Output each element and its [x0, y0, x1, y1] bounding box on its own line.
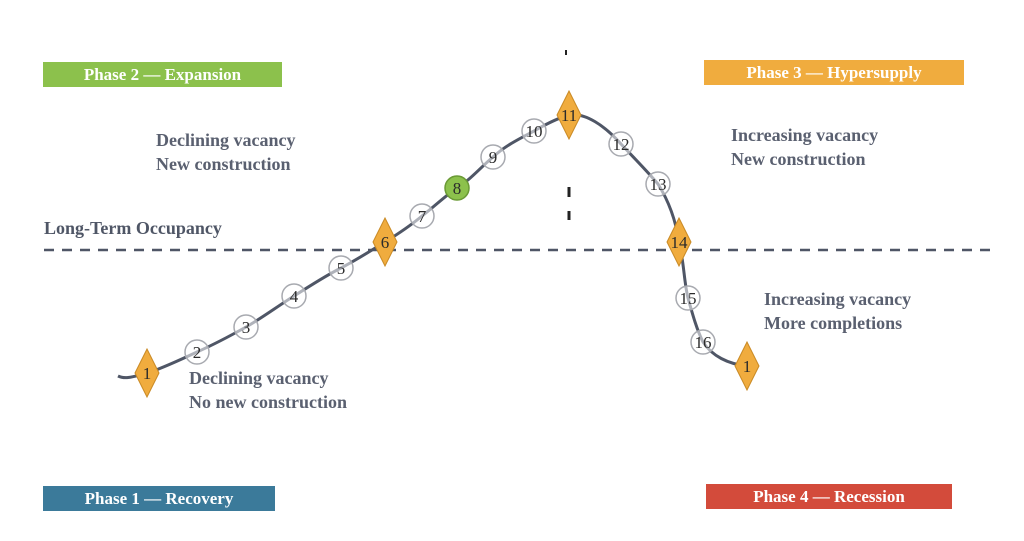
phase-3-hypersupply-label: Phase 3 — Hypersupply: [704, 60, 964, 85]
cycle-point-label: 13: [650, 175, 667, 194]
cycle-point-3: 3: [233, 314, 259, 340]
circle-marker: [645, 171, 671, 197]
recovery-note: Declining vacancy No new construction: [189, 366, 347, 414]
expansion-note-line-1: Declining vacancy: [156, 130, 296, 150]
cycle-point-label: 7: [418, 207, 427, 226]
phase-1-recovery-label: Phase 1 — Recovery: [43, 486, 275, 511]
diamond-marker: [134, 347, 160, 399]
recession-note: Increasing vacancy More completions: [764, 287, 911, 335]
cycle-point-label: 16: [695, 333, 712, 352]
cycle-point-9: 9: [480, 144, 506, 170]
cycle-point-10: 10: [521, 118, 547, 144]
cycle-point-label: 6: [381, 233, 390, 252]
recovery-note-line-1: Declining vacancy: [189, 368, 329, 388]
cycle-point-label: 5: [337, 259, 346, 278]
expansion-note-line-2: New construction: [156, 154, 291, 174]
hypersupply-note-line-1: Increasing vacancy: [731, 125, 879, 145]
circle-marker: [233, 314, 259, 340]
cycle-point-5: 5: [328, 255, 354, 281]
cycle-point-11: 11: [556, 89, 582, 141]
expansion-note: Declining vacancy New construction: [156, 128, 296, 176]
circle-marker: [521, 118, 547, 144]
cycle-point-label: 1: [743, 357, 752, 376]
circle-marker: [184, 339, 210, 365]
circle-marker: [690, 329, 716, 355]
circle-marker: [281, 283, 307, 309]
cycle-point-label: 3: [242, 318, 251, 337]
cycle-point-label: 8: [453, 179, 462, 198]
circle-marker: [608, 131, 634, 157]
diamond-marker: [666, 216, 692, 268]
cycle-point-label: 4: [290, 287, 299, 306]
phase-4-recession-label: Phase 4 — Recession: [706, 484, 952, 509]
cycle-point-8: 8: [444, 175, 470, 201]
cycle-point-label: 2: [193, 343, 202, 362]
cycle-point-label: 14: [671, 233, 689, 252]
cycle-point-7: 7: [409, 203, 435, 229]
phase-2-expansion-label: Phase 2 — Expansion: [43, 62, 282, 87]
cycle-point-16: 16: [690, 329, 716, 355]
long-term-occupancy-label: Long-Term Occupancy: [44, 218, 222, 238]
cycle-point-label: 1: [143, 364, 152, 383]
hypersupply-note-line-2: New construction: [731, 149, 866, 169]
hypersupply-note: Increasing vacancy New construction: [731, 123, 878, 171]
recession-note-line-2: More completions: [764, 313, 903, 333]
diamond-marker: [734, 340, 760, 392]
cycle-point-12: 12: [608, 131, 634, 157]
circle-marker: [480, 144, 506, 170]
cycle-point-15: 15: [675, 285, 701, 311]
recession-note-line-1: Increasing vacancy: [764, 289, 912, 309]
cycle-point-label: 10: [526, 122, 543, 141]
cycle-point-1: 1: [134, 347, 160, 399]
circle-marker: [409, 203, 435, 229]
cycle-point-label: 11: [561, 106, 577, 125]
cycle-point-2: 2: [184, 339, 210, 365]
cycle-point-label: 12: [613, 135, 630, 154]
green-circle-marker: [444, 175, 470, 201]
cycle-point-4: 4: [281, 283, 307, 309]
circle-marker: [675, 285, 701, 311]
diamond-marker: [556, 89, 582, 141]
diamond-marker: [372, 216, 398, 268]
cycle-point-6: 6: [372, 216, 398, 268]
market-cycle-curve: [117, 113, 748, 380]
recovery-note-line-2: No new construction: [189, 392, 347, 412]
circle-marker: [328, 255, 354, 281]
cycle-point-13: 13: [645, 171, 671, 197]
cycle-point-label: 15: [680, 289, 697, 308]
cycle-point-14: 14: [666, 216, 692, 268]
cycle-point-17: 1: [734, 340, 760, 392]
cycle-point-label: 9: [489, 148, 498, 167]
